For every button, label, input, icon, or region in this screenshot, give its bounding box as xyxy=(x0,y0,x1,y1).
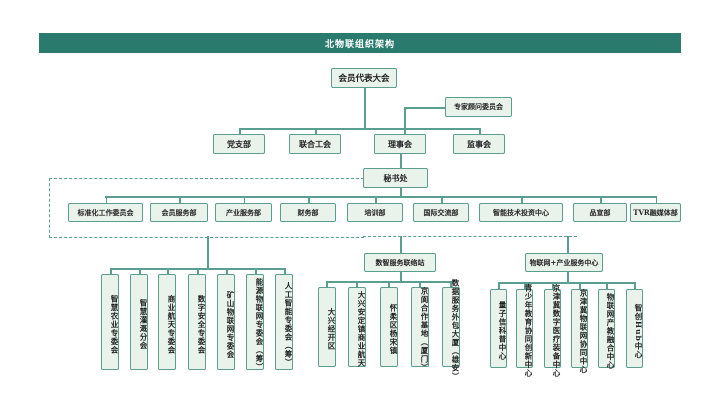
dashed-connector xyxy=(49,178,364,238)
center-item-box[interactable]: 量子信科普中心 xyxy=(490,289,507,368)
connector xyxy=(521,196,523,203)
connector xyxy=(375,196,377,203)
department-box[interactable]: 产业服务部 xyxy=(215,203,272,222)
department-box[interactable]: 智能技术投资中心 xyxy=(479,203,563,222)
connector xyxy=(552,282,554,289)
connector xyxy=(284,268,286,274)
connector xyxy=(308,196,310,203)
station-item-box[interactable]: 怀柔区杨宋镇 xyxy=(380,287,398,367)
station-item-box[interactable]: 数据服务外包大厦（雄安） xyxy=(442,279,460,381)
center-item-box[interactable]: 京津冀物联网协同中心 xyxy=(571,289,588,374)
committee-box[interactable]: 智慧灌溉分会 xyxy=(130,274,148,370)
connector xyxy=(167,268,169,274)
committee-box[interactable]: 能源物联网专委会（筹） xyxy=(246,274,264,371)
connector xyxy=(255,268,257,274)
station-item-box[interactable]: 大兴安定镇商业航天 xyxy=(348,287,366,368)
station-box[interactable]: 数智服务联络站 xyxy=(364,253,436,272)
connector xyxy=(567,236,569,253)
department-box[interactable]: 会员服务部 xyxy=(150,203,208,222)
connector xyxy=(404,107,406,134)
station-item-box[interactable]: 京阆合作基地（厦门） xyxy=(411,287,429,372)
connector xyxy=(207,236,209,268)
department-box[interactable]: 培训部 xyxy=(347,203,403,222)
connector xyxy=(326,281,453,283)
party-branch-box[interactable]: 党支部 xyxy=(213,134,265,154)
connector xyxy=(655,196,657,203)
connector xyxy=(606,282,608,289)
connector xyxy=(326,281,328,287)
committee-box[interactable]: 数字安全专委会 xyxy=(188,274,206,370)
connector xyxy=(139,268,141,274)
connector xyxy=(364,88,366,128)
connector xyxy=(400,188,402,196)
connector xyxy=(356,281,358,287)
union-box[interactable]: 联合工会 xyxy=(289,134,341,154)
connector xyxy=(239,128,241,134)
committee-box[interactable]: 商业航天专委会 xyxy=(158,274,176,370)
connector xyxy=(567,272,569,282)
committee-box[interactable]: 矿山物联网专委会 xyxy=(217,274,235,370)
council-box[interactable]: 理事会 xyxy=(374,134,426,154)
member-assembly-box[interactable]: 会员代表大会 xyxy=(331,68,397,88)
connector xyxy=(579,282,581,289)
department-box[interactable]: 标准化工作委员会 xyxy=(68,203,143,222)
connector xyxy=(441,196,443,203)
center-item-box[interactable]: 青少年教育协同创新中心 xyxy=(516,284,533,378)
committee-box[interactable]: 人工智能专委会（筹） xyxy=(275,274,293,370)
connector xyxy=(400,154,402,168)
connector xyxy=(243,196,245,203)
center-item-box[interactable]: 京津冀数字医疗装备中心 xyxy=(544,284,561,378)
connector xyxy=(239,128,480,130)
dashed-connector xyxy=(363,236,577,237)
connector xyxy=(388,281,390,287)
connector xyxy=(315,128,317,134)
connector xyxy=(479,128,481,134)
connector xyxy=(419,281,421,287)
supervisory-board-box[interactable]: 监事会 xyxy=(453,134,505,154)
connector xyxy=(400,272,402,281)
connector xyxy=(226,268,228,274)
chart-title: 北物联组织架构 xyxy=(39,33,681,53)
connector xyxy=(179,196,181,203)
expert-committee-box[interactable]: 专家顾问委员会 xyxy=(445,97,512,117)
connector xyxy=(600,196,602,203)
department-box[interactable]: 财务部 xyxy=(280,203,336,222)
service-center-box[interactable]: 物联网+产业服务中心 xyxy=(525,253,603,272)
connector xyxy=(450,281,452,287)
connector xyxy=(498,282,500,289)
station-item-box[interactable]: 大兴经开区 xyxy=(318,287,336,367)
connector xyxy=(404,107,445,109)
connector xyxy=(400,236,402,253)
center-item-box[interactable]: 智创Hub中心 xyxy=(626,289,643,368)
connector xyxy=(498,282,635,284)
center-item-box[interactable]: 物联网产教融合中心 xyxy=(598,289,615,369)
connector xyxy=(197,268,199,274)
department-box[interactable]: TVR融媒体部 xyxy=(630,203,681,222)
department-box[interactable]: 国际交流部 xyxy=(413,203,469,222)
committee-box[interactable]: 智慧农业专委会 xyxy=(101,274,119,370)
connector xyxy=(524,282,526,289)
connector xyxy=(105,196,107,203)
department-box[interactable]: 品宣部 xyxy=(573,203,627,222)
connector xyxy=(634,282,636,289)
secretariat-box[interactable]: 秘书处 xyxy=(363,168,428,188)
connector xyxy=(105,196,656,198)
connector xyxy=(110,268,112,274)
